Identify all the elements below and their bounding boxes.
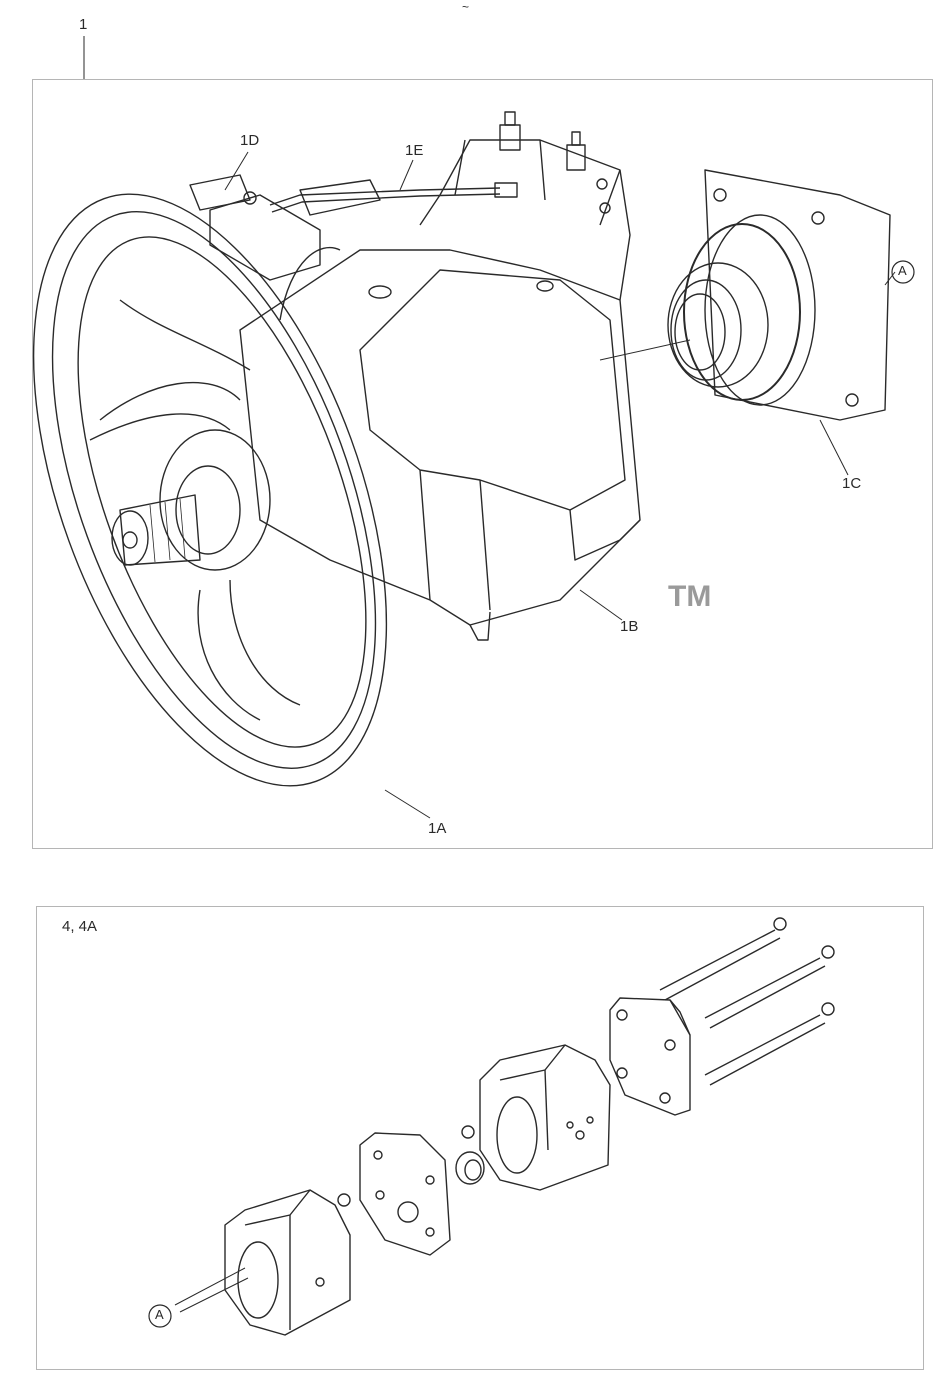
callout-1E: 1E <box>405 142 424 159</box>
assembly-1-frame <box>32 79 933 849</box>
end-cover <box>609 997 691 1116</box>
coupling-flange <box>599 169 891 421</box>
front-gear-body <box>174 1189 351 1336</box>
item-number-1: 1 <box>79 16 88 33</box>
input-shaft <box>111 429 271 571</box>
header-mark: ~ <box>462 0 470 14</box>
watermark-tm: TM <box>668 580 712 613</box>
callout-A-circle-top <box>891 260 915 284</box>
callout-1A: 1A <box>428 820 447 837</box>
assembly-4-frame <box>36 906 924 1370</box>
callout-1B: 1B <box>620 618 639 635</box>
middle-plate <box>337 1132 451 1256</box>
control-valve-block <box>419 111 631 301</box>
flywheel-housing <box>32 193 388 787</box>
callout-A-bottom: A <box>155 1307 164 1322</box>
callout-1C: 1C <box>842 475 862 492</box>
tie-bolts <box>659 917 835 1086</box>
callout-A-circle-bottom <box>148 1304 172 1328</box>
solenoid-valve <box>189 174 381 281</box>
callout-1D: 1D <box>240 132 260 149</box>
callout-A-top: A <box>898 263 907 278</box>
pressure-line <box>269 182 518 213</box>
pump-body <box>239 249 641 641</box>
item-number-4: 4, 4A <box>62 918 98 935</box>
rear-gear-body <box>455 1044 611 1191</box>
